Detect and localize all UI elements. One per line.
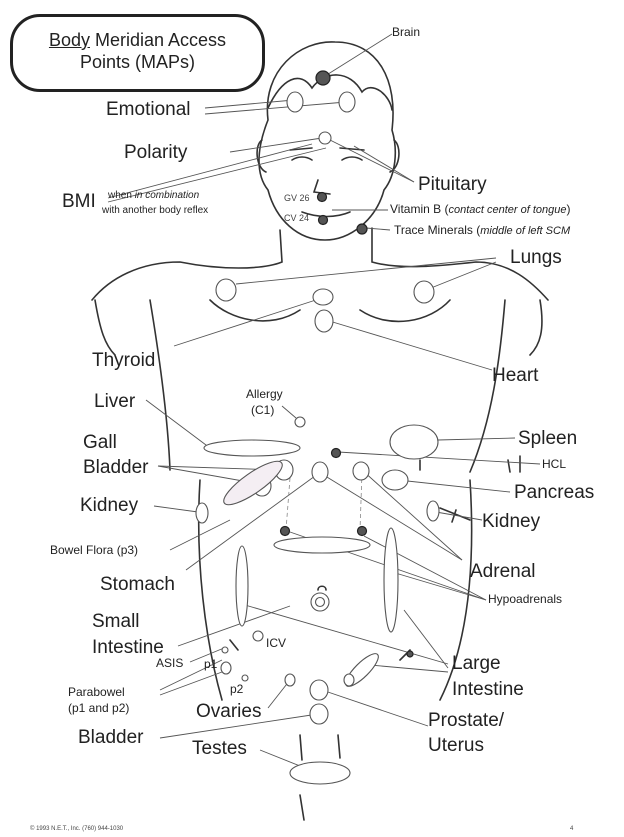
label-trace-minerals: Trace Minerals (middle of left SCM — [394, 224, 570, 237]
label-liver: Liver — [94, 392, 135, 411]
label-heart: Heart — [492, 366, 538, 385]
hcl-point — [332, 449, 341, 458]
lungs-point-right — [414, 281, 434, 303]
label-p2: p2 — [230, 683, 243, 695]
page-mark: 4 — [570, 826, 573, 832]
label-stomach: Stomach — [100, 575, 175, 594]
ovaries-point-right — [344, 674, 354, 686]
gv26-point — [318, 193, 327, 202]
gall-bladder-zone — [219, 455, 288, 512]
label-testes: Testes — [192, 739, 247, 758]
label-lungs: Lungs — [510, 248, 562, 267]
label-large-1: Large — [452, 654, 501, 673]
title-rest: Meridian Access — [90, 30, 226, 50]
adrenal-point-right — [358, 527, 367, 536]
label-small-1: Small — [92, 612, 140, 631]
label-cv24: CV 24 — [284, 214, 309, 223]
cv24-point — [319, 216, 328, 225]
label-bmi: BMI — [62, 192, 96, 211]
label-bowel-flora: Bowel Flora (p3) — [50, 544, 138, 556]
p2-point — [242, 675, 248, 681]
label-prostate-1: Prostate/ — [428, 711, 504, 730]
thyroid-point — [313, 289, 333, 305]
label-pancreas: Pancreas — [514, 483, 594, 502]
asis-point — [222, 647, 228, 653]
lungs-point-left — [216, 279, 236, 301]
label-vitamin-b: Vitamin B (contact center of tongue) — [390, 203, 571, 216]
small-intestine-zone — [236, 546, 248, 626]
pancreas-point — [382, 470, 408, 490]
label-kidney-right: Kidney — [482, 512, 540, 531]
large-intestine-point — [407, 651, 413, 657]
label-parabowel-2: (p1 and p2) — [68, 702, 129, 714]
label-large-2: Intestine — [452, 680, 524, 699]
label-ovaries: Ovaries — [196, 702, 261, 721]
emotional-point-left — [287, 92, 303, 112]
polarity-point — [319, 132, 331, 144]
label-icv: ICV — [266, 637, 286, 649]
testes-point — [290, 762, 350, 784]
label-bmi-note-1: when in combination — [108, 191, 199, 201]
allergy-point — [295, 417, 305, 427]
label-hcl: HCL — [542, 458, 566, 470]
label-kidney-left: Kidney — [80, 496, 138, 515]
label-polarity: Polarity — [124, 143, 187, 162]
prostate-point — [310, 680, 328, 700]
label-allergy-2: (C1) — [251, 404, 274, 416]
label-adrenal: Adrenal — [470, 562, 536, 581]
copyright-notice: © 1993 N.E.T., Inc. (760) 944-1030 — [30, 826, 123, 832]
bowel-flora-point — [274, 537, 370, 553]
adrenal-upper-point — [353, 462, 369, 480]
label-gv26: GV 26 — [284, 194, 310, 203]
label-gall-2: Bladder — [83, 458, 149, 477]
label-small-2: Intestine — [92, 638, 164, 657]
label-hypoadrenals: Hypoadrenals — [488, 593, 562, 605]
icv-inner — [316, 598, 325, 607]
label-allergy-1: Allergy — [246, 388, 283, 400]
label-prostate-2: Uterus — [428, 736, 484, 755]
large-intestine-zone — [384, 528, 398, 632]
label-emotional: Emotional — [106, 100, 191, 119]
brain-point — [316, 71, 330, 85]
label-gall-1: Gall — [83, 433, 117, 452]
p1-point — [221, 662, 231, 674]
label-brain: Brain — [392, 26, 420, 38]
title-line2: Points (MAPs) — [80, 52, 195, 72]
access-points — [196, 71, 439, 784]
liver-point — [204, 440, 300, 456]
title-underlined: Body — [49, 30, 90, 50]
label-bladder: Bladder — [78, 728, 144, 747]
kidney-point-right — [427, 501, 439, 521]
label-p1: p1 — [204, 658, 217, 670]
title-box: Body Meridian Access Points (MAPs) — [10, 14, 265, 92]
heart-point — [315, 310, 333, 332]
label-thyroid: Thyroid — [92, 351, 155, 370]
label-asis: ASIS — [156, 657, 183, 669]
spleen-point — [390, 425, 438, 459]
emotional-point-right — [339, 92, 355, 112]
kidney-point-left — [196, 503, 208, 523]
stomach-point — [312, 462, 328, 482]
trace-minerals-point — [357, 224, 367, 234]
ovaries-point-left — [285, 674, 295, 686]
bladder-point — [310, 704, 328, 724]
label-pituitary: Pituitary — [418, 175, 487, 194]
label-spleen: Spleen — [518, 429, 577, 448]
icv-point — [253, 631, 263, 641]
adrenal-point-left — [281, 527, 290, 536]
label-parabowel-1: Parabowel — [68, 686, 125, 698]
label-bmi-note-2: with another body reflex — [102, 206, 208, 216]
